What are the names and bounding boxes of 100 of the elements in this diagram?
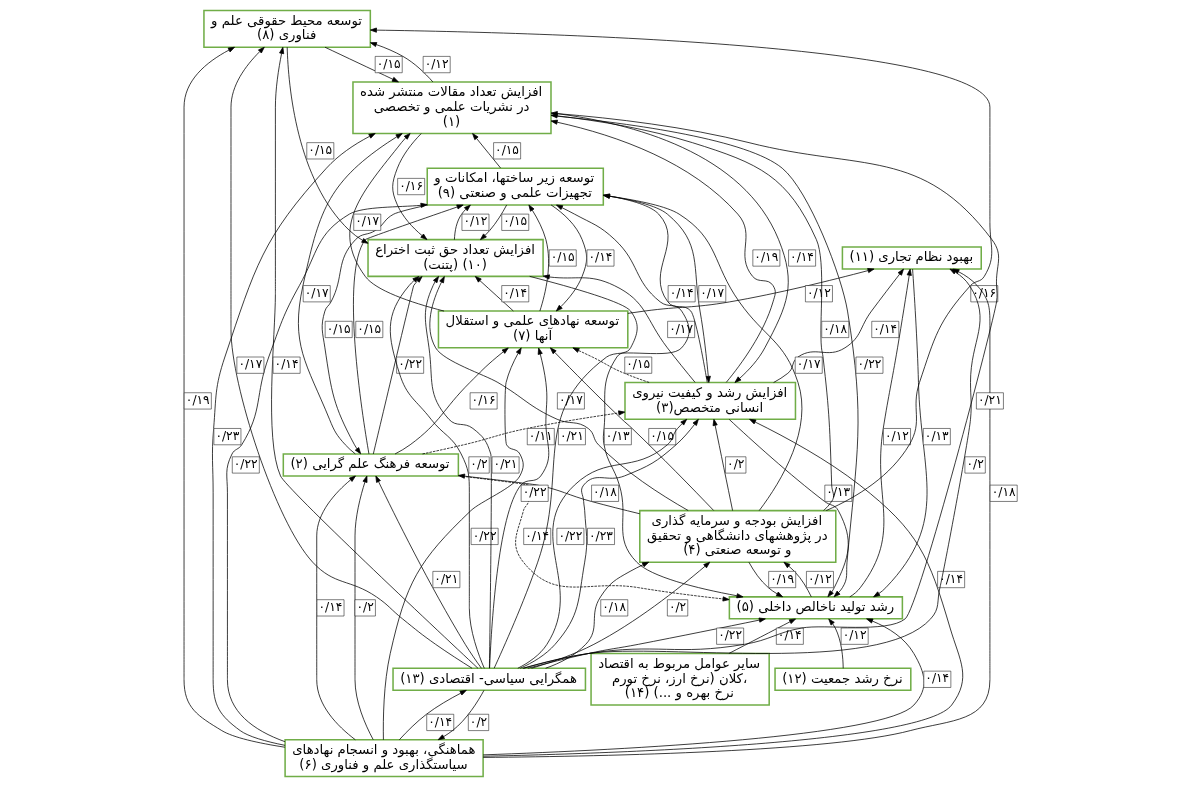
node-box: بهبود نظام تجاری (۱۱) — [841, 246, 982, 270]
edge-label: ۰/۱۸ — [592, 485, 617, 500]
edge-label: ۰/۲۳ — [588, 528, 613, 543]
edge-label: ۰/۲ — [469, 714, 487, 729]
edge-label: ۰/۲۱ — [977, 393, 1002, 408]
arrow — [748, 561, 783, 598]
arrow — [437, 689, 484, 741]
edge-label: ۰/۲۲ — [472, 528, 496, 543]
arrow — [398, 689, 467, 741]
edge-label: ۰/۱۳ — [605, 428, 630, 443]
arrow — [783, 561, 812, 598]
arrow — [627, 268, 874, 314]
arrow — [457, 475, 730, 602]
edge-label: ۰/۲ — [469, 457, 488, 472]
arrow — [527, 617, 766, 669]
edge-label: ۰/۱۹ — [185, 393, 210, 408]
edge-label: ۰/۱۵ — [326, 321, 351, 336]
arrow — [728, 618, 796, 654]
node-box: رشد تولید ناخالص داخلی (۵) — [728, 596, 903, 620]
edge-label: ۰/۱۴ — [427, 714, 452, 729]
edge-label: ۰/۱۷ — [354, 214, 379, 229]
edge-label: ۰/۱۲ — [424, 56, 449, 71]
arrow — [728, 419, 849, 598]
edge-label: ۰/۱۴ — [669, 285, 693, 300]
edge-label: ۰/۱۷ — [558, 393, 583, 408]
edge-label: ۰/۲۲ — [522, 485, 547, 500]
arrow — [286, 46, 368, 244]
edge-label: ۰/۱۷ — [237, 357, 262, 372]
edge-label: ۰/۲ — [726, 457, 744, 472]
arrow — [453, 204, 471, 240]
arrow — [324, 46, 399, 83]
arrow — [374, 475, 482, 669]
node-box: همگرایی سیاسی- اقتصادی (۱۳) — [391, 667, 586, 692]
edge-label: ۰/۱۵ — [494, 142, 519, 157]
arrow — [482, 618, 924, 756]
edge-label: ۰/۲۱ — [433, 571, 458, 586]
edge-label: ۰/۲۳ — [214, 428, 239, 443]
arrow — [712, 418, 733, 511]
arrow — [550, 204, 587, 312]
edge-label: ۰/۱۵ — [376, 56, 401, 71]
edge-label: ۰/۱۴ — [274, 357, 298, 372]
edge-label: ۰/۱۷ — [796, 357, 821, 372]
arrow — [827, 618, 844, 669]
edge-label: ۰/۱۴ — [502, 285, 527, 300]
arrow — [471, 133, 501, 169]
edge-label: ۰/۱۹ — [753, 250, 778, 265]
node-box: توسعه محیط حقوقی علم و فناوری (۸) — [202, 9, 371, 48]
arrow — [297, 133, 403, 455]
edge-label: ۰/۱۲ — [842, 628, 867, 643]
arrow — [528, 204, 549, 312]
edge-label: ۰/۱۵ — [550, 250, 575, 265]
arrow — [530, 561, 710, 669]
edge-label: ۰/۱۶ — [398, 178, 423, 193]
edge-label: ۰/۱۳ — [924, 428, 949, 443]
edge-label: ۰/۱۴ — [938, 571, 963, 586]
arrow — [369, 27, 992, 511]
edge-label: ۰/۱۶ — [471, 393, 495, 408]
edge-label: ۰/۱۵ — [356, 321, 381, 336]
arrow — [572, 347, 649, 383]
edge-label: ۰/۱۴ — [789, 250, 814, 265]
edge-label: ۰/۲۱ — [493, 457, 517, 472]
node-box: توسعه فرهنگ علم گرایی (۲) — [282, 453, 459, 477]
edge-label: ۰/۲۲ — [233, 457, 258, 472]
edge-label: ۰/۲۲ — [557, 528, 582, 543]
arrow — [382, 347, 524, 741]
edge-label: ۰/۱۴ — [777, 628, 802, 643]
node-box: سایر عوامل مربوط به اقتصاد کلان (نرخ ارز، نرخ تورم، نرخ بهره و ...) (۱۴) — [589, 652, 770, 706]
edge-label: ۰/۱۷ — [699, 285, 724, 300]
edge-label: ۰/۱۹ — [769, 571, 794, 586]
edge-label: ۰/۱۵ — [649, 428, 674, 443]
edge-label: ۰/۱۷ — [668, 321, 693, 336]
edge-label: ۰/۱۴ — [924, 671, 949, 686]
arrow — [549, 347, 714, 511]
edge-label: ۰/۱۴ — [588, 250, 612, 265]
edge-label: ۰/۱۴ — [318, 600, 342, 615]
arrow — [872, 268, 927, 598]
edge-label: ۰/۲۲ — [856, 357, 881, 372]
arrow — [544, 561, 649, 669]
edge-label: ۰/۱۸ — [601, 600, 626, 615]
edge-label: ۰/۱۷ — [304, 285, 329, 300]
edge-label: ۰/۱۸ — [822, 321, 847, 336]
node-box: افزایش تعداد حق ثبت اختراع (پتنت) (۱۰) — [366, 238, 544, 278]
arrow — [389, 276, 485, 669]
edge-label: ۰/۱۵ — [307, 142, 332, 157]
edge-label: ۰/۲۲ — [717, 628, 742, 643]
node-box: توسعه زیر ساختها، امکانات و تجهیزات علمی و صنعتی (۹) — [425, 167, 604, 206]
edge-label: ۰/۲۲ — [397, 357, 422, 372]
arrow — [369, 42, 433, 83]
node-box: افزایش تعداد مقالات منتشر شده در نشریات علمی و تخصصی (۱) — [351, 81, 552, 135]
node-box: افزایش رشد و کیفیت نیروی انسانی متخصص(۳) — [623, 381, 796, 421]
node-box: هماهنگی، بهبود و انسجام نهادهای سیاستگذاری علم و فناوری (۶) — [283, 739, 484, 778]
edge-label: ۰/۱۳ — [825, 485, 850, 500]
arrow — [349, 133, 444, 312]
arrow — [457, 473, 640, 515]
edge-label: ۰/۱۸ — [991, 485, 1016, 500]
edge-label: ۰/۲ — [668, 600, 686, 615]
node-box: افزایش بودجه و سرمایه گذاری در پژوهشهای دانشگاهی و تحقیق و توسعه صنعتی (۴) — [638, 509, 837, 563]
edge-label: ۰/۱۵ — [625, 357, 650, 372]
edge-label: ۰/۱۴ — [872, 321, 897, 336]
edge-label: ۰/۱۵ — [502, 214, 527, 229]
